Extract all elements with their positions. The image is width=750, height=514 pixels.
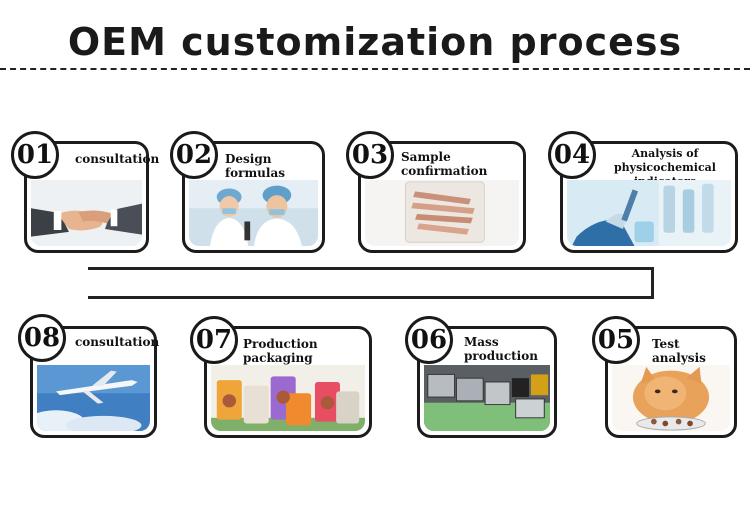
treat-packages-image (211, 365, 365, 431)
step-number-02: 02 (170, 131, 218, 179)
meat-strips-sample-image (365, 180, 519, 246)
step-label: Mass production (464, 335, 550, 363)
lab-researchers-image (189, 180, 318, 246)
lab-pipette-image (567, 180, 731, 246)
step-number-06: 06 (405, 316, 453, 364)
page-title: OEM customization process (0, 20, 750, 64)
step-label: Design formulas (225, 152, 318, 180)
step-label: Production packaging (243, 337, 365, 365)
step-number-01: 01 (11, 131, 59, 179)
dashed-divider (0, 68, 750, 70)
step-label: consultation (75, 152, 142, 166)
flow-connector (88, 267, 654, 299)
step-number-05: 05 (592, 316, 640, 364)
step-label: consultation (75, 335, 150, 349)
step-number-04: 04 (548, 131, 596, 179)
airplane-image (37, 365, 150, 431)
factory-trays-image (424, 365, 550, 431)
step-label: Sample confirmation (401, 150, 519, 178)
step-number-07: 07 (190, 316, 238, 364)
step-number-03: 03 (346, 131, 394, 179)
step-label: Test analysis (652, 337, 730, 365)
step-number-08: 08 (18, 314, 66, 362)
handshake-image (31, 180, 142, 246)
kitten-eating-image (612, 365, 730, 431)
